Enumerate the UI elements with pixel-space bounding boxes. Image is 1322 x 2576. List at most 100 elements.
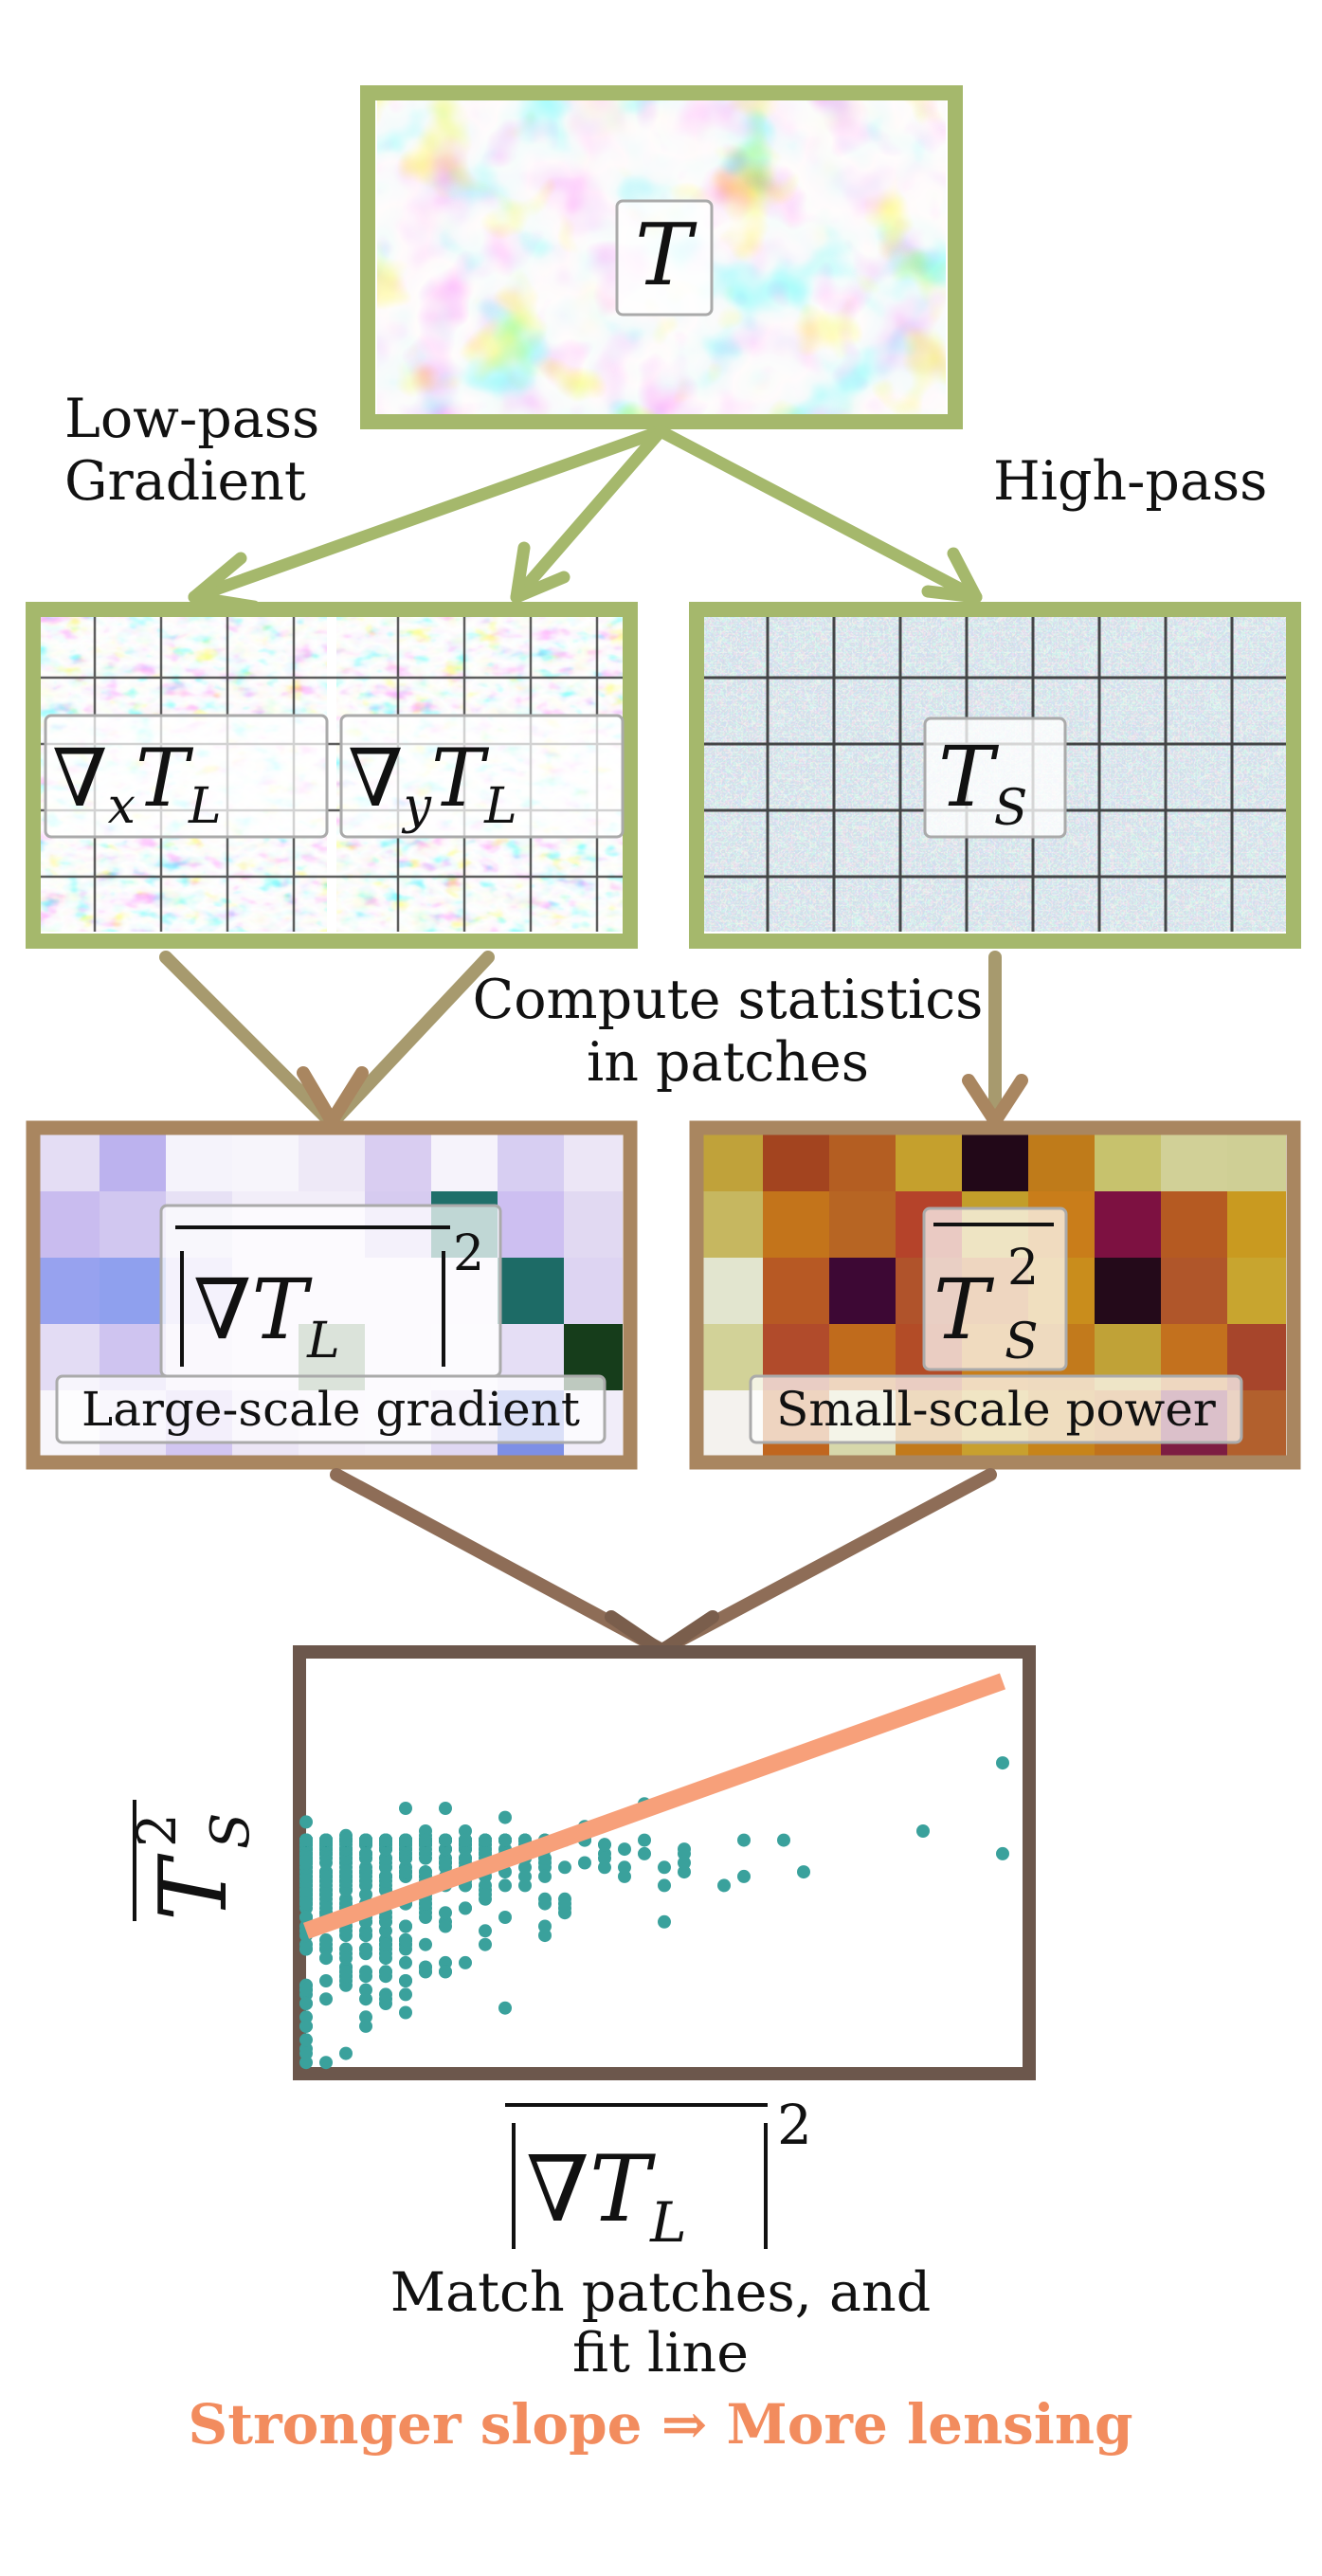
scatter-point xyxy=(399,1919,412,1933)
scatter-point xyxy=(359,1969,372,1984)
scatter-point xyxy=(439,1833,452,1847)
scatter-point xyxy=(618,1869,631,1883)
scatter-point xyxy=(538,1919,552,1933)
scatter-point xyxy=(299,1896,313,1911)
scatter-point xyxy=(598,1860,611,1875)
scatter-point xyxy=(399,1955,412,1969)
scatter-point xyxy=(638,1833,651,1847)
statistics-label-line1: Compute statistics xyxy=(473,969,984,1031)
scatter-point xyxy=(439,1965,452,1979)
scatter-point xyxy=(498,1810,512,1824)
svg-text:T: T xyxy=(140,1853,248,1921)
scatter-point xyxy=(638,1846,651,1860)
gradient-patches-caption: Large-scale gradient xyxy=(81,1382,580,1437)
scatter-point xyxy=(379,1869,392,1883)
temperature-map-panel: T xyxy=(360,85,963,429)
statistics-label-line2: in patches xyxy=(587,1031,869,1094)
scatter-point xyxy=(399,1987,412,2002)
scatter-point xyxy=(678,1856,691,1870)
arrow-to-gradient-x xyxy=(188,425,667,604)
scatter-point xyxy=(319,1869,333,1883)
power-patches-formula-sub: S xyxy=(1005,1314,1039,1370)
gradient-patches-formula: ∇TL xyxy=(193,1261,340,1370)
scatter-point xyxy=(996,1846,1009,1860)
low-pass-label-line1: Low-pass xyxy=(64,388,319,450)
scatter-point xyxy=(319,1833,333,1847)
high-pass-label: High-pass xyxy=(993,450,1267,513)
scatter-point xyxy=(737,1833,751,1847)
arrow-to-gradient-y-head xyxy=(510,541,570,604)
scatter-point xyxy=(299,2019,313,2033)
scatter-point xyxy=(379,1833,392,1847)
power-patches-formula-box xyxy=(922,1206,1068,1371)
arrow-to-small-scale xyxy=(654,425,983,604)
fit-label-line2: fit line xyxy=(572,2322,749,2385)
temperature-map-label-box xyxy=(615,199,714,317)
scatter-point xyxy=(339,1833,353,1847)
scatter-point xyxy=(359,1888,372,1901)
scatter-point xyxy=(399,1974,412,1987)
fit-line xyxy=(302,1673,1006,1939)
scatter-point xyxy=(399,1932,412,1947)
scatter-point xyxy=(558,1906,571,1920)
scatter-point xyxy=(538,1929,552,1943)
scatter-point xyxy=(419,1896,432,1911)
scatter-point xyxy=(598,1838,611,1852)
scatter-point xyxy=(419,1833,432,1847)
small-scale-panel: TS xyxy=(689,602,1301,949)
gradient-patches-power: 2 xyxy=(453,1225,484,1282)
gradient-x-label-box xyxy=(44,714,329,839)
scatter-point xyxy=(578,1856,591,1870)
scatter-point xyxy=(419,1824,432,1838)
scatter-point xyxy=(339,1965,353,1979)
scatter-point xyxy=(737,1869,751,1883)
gradient-patches-panel: ∇TL 2 Large-scale gradient xyxy=(26,1120,638,1470)
scatter-point xyxy=(558,1896,571,1911)
arrow-to-gradient-y xyxy=(510,425,667,604)
conclusion-text: Stronger slope ⇒ More lensing xyxy=(188,2392,1132,2457)
scatter-point xyxy=(658,1914,671,1929)
power-patches-frame xyxy=(689,1120,1301,1470)
scatter-point xyxy=(299,2056,313,2070)
arrow-to-small-scale-head xyxy=(921,547,983,604)
scatter-point xyxy=(518,1860,532,1875)
scatter-point xyxy=(379,1851,392,1865)
scatter-point xyxy=(359,1860,372,1875)
scatter-point xyxy=(498,1911,512,1924)
scatter-point xyxy=(299,2033,313,2047)
scatter-point xyxy=(339,1865,353,1879)
gradient-patches-caption-box xyxy=(55,1374,607,1444)
scatter-point xyxy=(678,1865,691,1879)
scatter-point xyxy=(479,1888,492,1901)
gradient-x-label: ∇xTL xyxy=(52,732,222,835)
scatter-point xyxy=(538,1896,552,1911)
scatter-point xyxy=(379,1860,392,1875)
scatter-point xyxy=(399,1833,412,1847)
power-patches-formula-power: 2 xyxy=(1007,1240,1039,1297)
scatter-point xyxy=(439,1919,452,1933)
scatter-point xyxy=(678,1842,691,1857)
gradient-maps-frame xyxy=(26,602,638,949)
scatter-point xyxy=(359,1992,372,2006)
power-patches-panel: T 2 S Small-scale power xyxy=(689,1120,1301,1470)
scatter-point xyxy=(439,1802,452,1815)
scatter-x-axis-label: ∇TL 2 xyxy=(505,2093,812,2255)
scatter-point xyxy=(797,1865,810,1879)
small-scale-frame xyxy=(689,602,1301,949)
scatter-point xyxy=(459,1824,472,1838)
scatter-point xyxy=(379,1951,392,1966)
scatter-point xyxy=(419,1960,432,1974)
scatter-point xyxy=(658,1878,671,1893)
scatter-point xyxy=(359,2010,372,2024)
fit-label-line1: Match patches, and xyxy=(390,2261,931,2324)
gradient-y-label-box xyxy=(339,714,625,839)
power-patches-caption-box xyxy=(749,1374,1243,1444)
temperature-map-symbol: T xyxy=(635,206,697,305)
gradient-y-label: ∇yTL xyxy=(348,732,517,835)
scatter-point xyxy=(359,1869,372,1883)
scatter-point xyxy=(399,1802,412,1815)
arrow-grady-to-patches xyxy=(330,951,495,1125)
scatter-point xyxy=(299,2010,313,2024)
svg-text:∇TL: ∇TL xyxy=(526,2136,687,2255)
